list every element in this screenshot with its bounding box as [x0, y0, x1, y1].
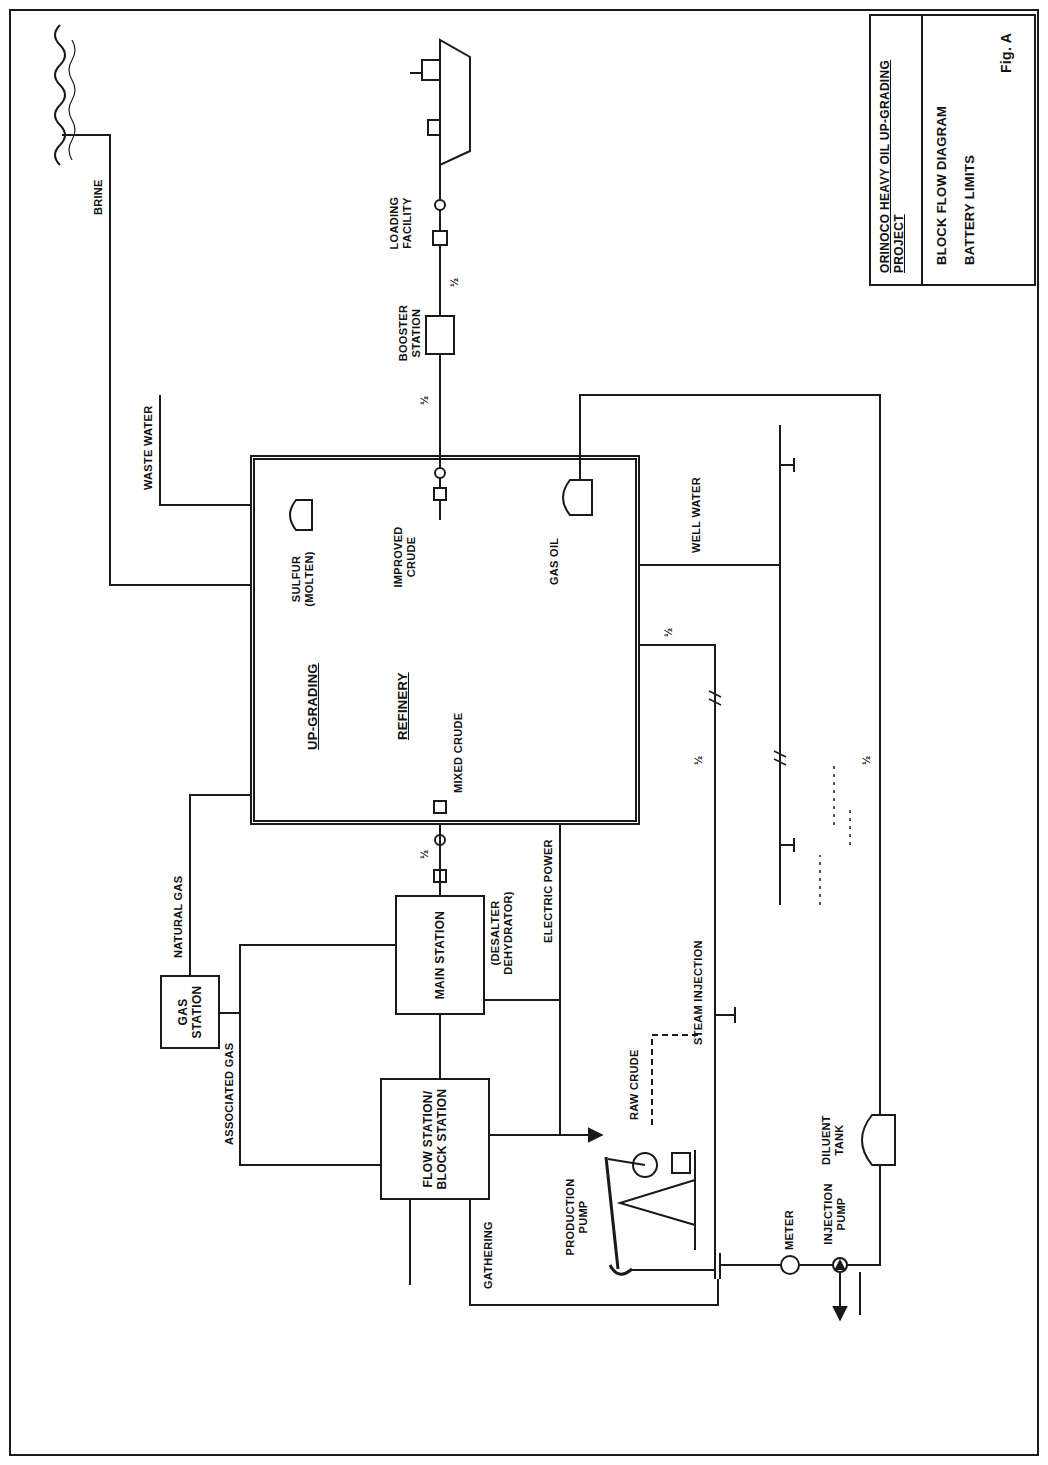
stream-label: BLOCK FLOW DIAGRAM: [934, 106, 950, 265]
injection-pump-symbol: [833, 1258, 847, 1272]
water-well-symbol: [780, 458, 794, 852]
node-label: UP-GRADING: [305, 663, 321, 750]
sulfur-tank: [290, 500, 312, 530]
river-outline: [55, 25, 65, 165]
raw-crude-line: [652, 1035, 700, 1125]
river-outline: [69, 40, 75, 160]
gas-oil-tank: [563, 480, 592, 515]
title-text: ORINOCO HEAVY OIL UP-GRADING PROJECT: [878, 27, 907, 273]
node-label: MAIN STATION: [433, 911, 447, 999]
meter-symbol: [433, 231, 447, 245]
diluent-branch: [839, 1272, 841, 1320]
pipe-size-mark: ½: [418, 850, 431, 859]
pumpjack-crank: [608, 1153, 690, 1173]
pipe-size-mark: ½: [418, 396, 431, 405]
power-feed: [560, 1134, 602, 1136]
tank-symbol: [434, 801, 446, 813]
node-label: GAS STATION: [176, 982, 205, 1042]
injection-pump-symbol: [836, 1261, 844, 1269]
edge-label: ASSOCIATED GAS: [223, 1041, 236, 1147]
pipe-connector: [439, 1015, 441, 1078]
pumpjack-beam: [606, 1157, 618, 1269]
diluent-line: [580, 395, 880, 1115]
wellhead: [632, 1253, 720, 1279]
node-label: FLOW STATION/ BLOCK STATION: [421, 1085, 450, 1193]
stream-label: BATTERY LIMITS: [962, 155, 978, 265]
pipe-size-mark: ½: [448, 278, 461, 287]
pipe-connector: [220, 945, 395, 1013]
pumpjack-frame: [620, 1150, 695, 1250]
diluent-injection-line: [720, 1165, 880, 1265]
meter-symbol: [781, 1256, 799, 1274]
booster-box: BOOSTER STATION: [425, 315, 455, 355]
stream-label: GAS OIL: [548, 538, 561, 585]
node-label: BOOSTER STATION: [397, 291, 423, 375]
node-label: REFINERY: [395, 672, 411, 740]
steam-injection-line: [640, 645, 715, 1253]
title-block: [870, 15, 1035, 285]
valve-symbol: [715, 1007, 735, 1023]
stream-label: IMPROVED CRUDE: [392, 517, 418, 597]
pipe-connector: [439, 825, 441, 895]
station-box: MAIN STATION(DESALTER DEHYDRATOR): [395, 895, 485, 1015]
tanker-ship: [440, 40, 470, 165]
stream-label: WELL WATER: [690, 477, 703, 553]
refinery-box: UP-GRADING REFINERY: [250, 455, 640, 825]
dotted-mark: [820, 765, 850, 905]
pump-symbol: [435, 468, 445, 478]
diluent-branch: [859, 1272, 861, 1315]
title-divider: [921, 15, 923, 285]
brine-line: [62, 135, 250, 585]
stream-label: LOADING FACILITY: [388, 186, 414, 260]
edge-label: ELECTRIC POWER: [542, 837, 555, 945]
pipe-size-mark: ½: [692, 756, 705, 765]
pipe-connector: [490, 825, 560, 1135]
stream-label: SULFUR (MOLTEN): [290, 543, 316, 615]
pipe-size-mark: ½: [860, 756, 873, 765]
pipe-connector: [439, 355, 441, 455]
pipe-connector: [220, 1013, 380, 1165]
sheet-border: [10, 10, 1038, 1455]
stream-label: BRINE: [92, 179, 105, 215]
stream-label: GATHERING: [482, 1221, 495, 1289]
node-label: (DESALTER DEHYDRATOR): [489, 891, 515, 975]
pipe-connector: [190, 795, 250, 975]
stream-label: METER: [783, 1210, 796, 1250]
pumpjack-horsehead: [610, 1265, 632, 1274]
stream-label: STEAM INJECTION: [692, 940, 705, 1045]
stream-label: PRODUCTION PUMP: [564, 1177, 590, 1257]
stream-label: RAW CRUDE: [628, 1049, 641, 1120]
pump-symbol: [435, 200, 445, 210]
tank-symbol: [434, 488, 446, 500]
station-box: FLOW STATION/ BLOCK STATION: [380, 1078, 490, 1200]
pipe-break-mark: [709, 691, 786, 765]
diluent-tank: [862, 1115, 895, 1165]
pipe-size-mark: ½: [662, 628, 675, 637]
stream-label: Fig. A: [998, 33, 1015, 73]
well-water-line: [640, 425, 780, 905]
stream-label: MIXED CRUDE: [452, 713, 465, 793]
station-box: GAS STATION: [160, 975, 220, 1049]
stream-label: WASTE WATER: [142, 406, 155, 490]
pipe-connector: [485, 825, 560, 1000]
tanker-ship: [410, 60, 440, 135]
edge-label: NATURAL GAS: [172, 874, 185, 960]
stream-label: DILUENT TANK: [820, 1108, 846, 1172]
waste-water-line: [160, 395, 250, 505]
stream-label: INJECTION PUMP: [822, 1178, 848, 1250]
